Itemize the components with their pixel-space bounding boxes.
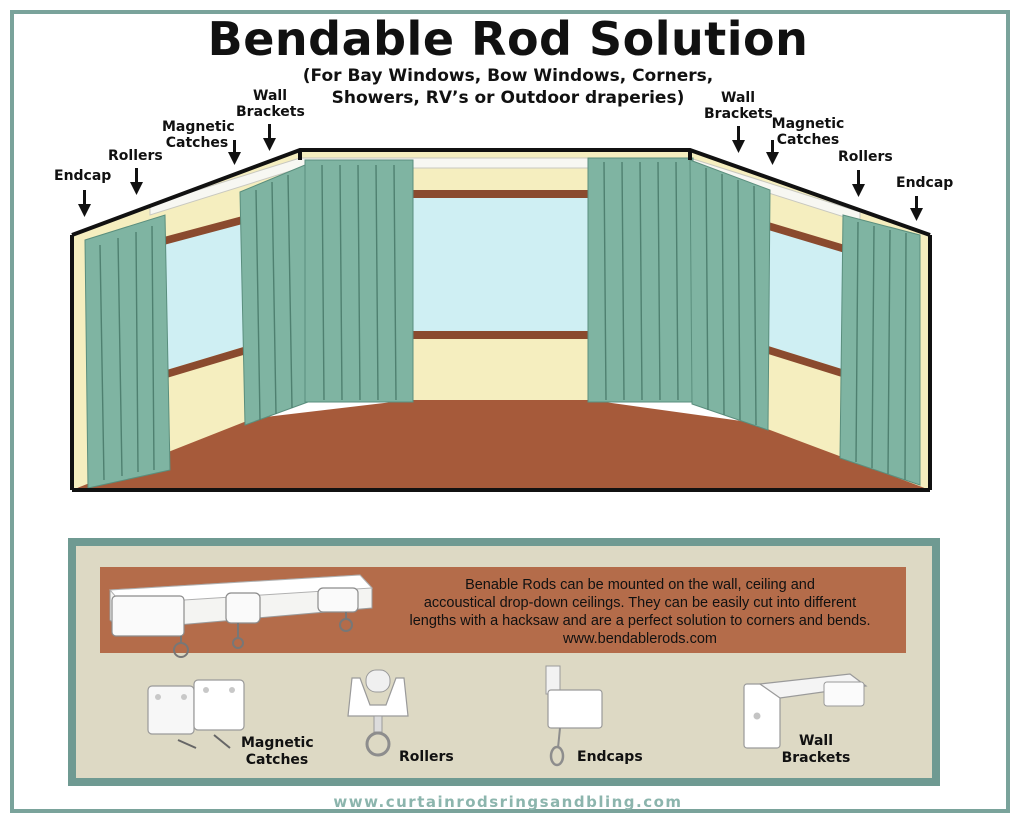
arrow-left-rollers-icon (130, 168, 143, 195)
curtain-left-outer (84, 214, 171, 489)
subtitle-line-2: Showers, RV’s or Outdoor draperies) (331, 88, 685, 108)
magnetic-catches-image (147, 679, 245, 749)
right-window (765, 228, 845, 370)
callout-left-endcap: Endcap (54, 168, 112, 184)
endcap-image (545, 665, 603, 767)
center-window-sill (410, 331, 590, 339)
description-line-2: accoustical drop-down ceilings. They can… (423, 595, 857, 611)
rod-description: Benable Rods can be mounted on the wall,… (380, 576, 900, 648)
rod-assembly-image (108, 574, 374, 658)
arrow-left-magnetic-icon (228, 140, 241, 165)
description-url: www.bendablerods.com (563, 631, 717, 647)
footer-website-link[interactable]: www.curtainrodsringsandbling.com (333, 793, 683, 811)
wall-bracket-image (743, 673, 868, 749)
callout-left-wall-line1: Wall (253, 88, 287, 104)
subtitle-line-1: (For Bay Windows, Bow Windows, Corners, (302, 66, 714, 86)
right-window-sill (765, 345, 845, 378)
callout-left-wall-brackets: Wall Brackets (236, 88, 305, 120)
center-window-top-trim (410, 190, 590, 198)
description-line-3: lengths with a hacksaw and are a perfect… (409, 613, 871, 629)
arrow-left-wall-icon (263, 124, 276, 151)
curtain-right-inner (689, 159, 771, 431)
arrow-right-magnetic-icon (766, 140, 779, 165)
arrow-left-endcap-icon (78, 190, 91, 217)
callout-right-wall-line2: Brackets (704, 106, 773, 122)
callout-left-rollers: Rollers (108, 148, 163, 164)
part-label-wall-line1: Wall (799, 733, 833, 749)
center-window (410, 193, 590, 333)
part-label-magnetic-line2: Catches (245, 752, 309, 768)
part-label-wall-brackets: Wall Brackets (781, 733, 851, 767)
right-window-top-trim (765, 221, 845, 253)
outer-frame (10, 10, 1010, 813)
part-label-wall-line2: Brackets (781, 750, 851, 766)
callout-left-magnetic-line2: Catches (165, 135, 229, 151)
part-label-rollers: Rollers (399, 749, 454, 765)
roller-image (347, 669, 409, 757)
arrow-right-wall-icon (732, 126, 745, 153)
floor (72, 400, 930, 490)
description-line-1: Benable Rods can be mounted on the wall,… (465, 577, 815, 593)
page-title: Bendable Rod Solution (207, 12, 809, 66)
part-label-magnetic-line1: Magnetic (241, 735, 314, 751)
arrow-right-endcap-icon (910, 196, 923, 221)
callout-right-wall-brackets: Wall Brackets (704, 90, 773, 122)
left-window-top-trim (160, 214, 250, 246)
callout-right-magnetic-line1: Magnetic (771, 116, 845, 132)
part-label-magnetic-catches: Magnetic Catches (241, 735, 314, 769)
callout-left-magnetic-catches: Magnetic Catches (162, 119, 235, 151)
part-label-endcaps: Endcaps (577, 749, 643, 765)
callout-arrows (78, 124, 923, 221)
left-window (160, 222, 250, 372)
room-outline (70, 148, 932, 492)
curtain-folds (99, 161, 907, 481)
curtain-right-outer (839, 214, 921, 486)
arrow-right-rollers-icon (852, 170, 865, 197)
left-window-sill (160, 345, 250, 380)
callout-right-rollers: Rollers (838, 149, 893, 165)
callout-left-magnetic-line1: Magnetic (162, 119, 235, 135)
callout-right-magnetic-line2: Catches (776, 132, 840, 148)
callout-right-endcap: Endcap (896, 175, 954, 191)
callout-left-wall-line2: Brackets (236, 104, 305, 120)
callout-right-magnetic-catches: Magnetic Catches (770, 116, 846, 148)
callout-right-wall-line1: Wall (721, 90, 755, 106)
